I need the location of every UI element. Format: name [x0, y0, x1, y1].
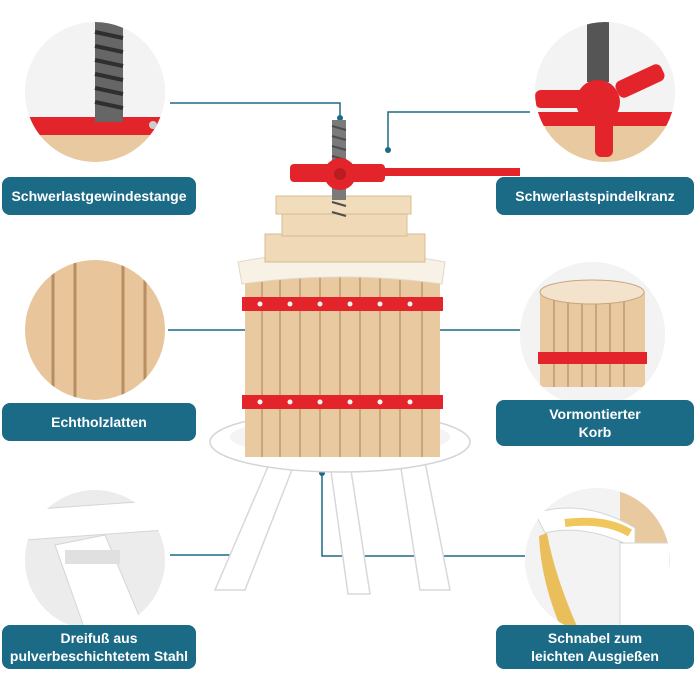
- tripod-leg-right: [399, 461, 451, 591]
- pressing-blocks: [264, 195, 426, 263]
- label-text-line2: pulverbeschichtetem Stahl: [9, 648, 189, 664]
- label-text: Schwerlastspindelkranz: [515, 188, 675, 204]
- wooden-basket: [242, 272, 443, 457]
- label-text-line2: leichten Ausgießen: [531, 648, 659, 664]
- label-preassembled-basket: Vormontierter Korb: [496, 400, 694, 446]
- label-text: Echtholzlatten: [51, 414, 147, 430]
- label-tripod: Dreifuß aus pulverbeschichtetem Stahl: [2, 625, 196, 669]
- spindle-ratchet: [290, 158, 520, 190]
- label-wood-slats: Echtholzlatten: [2, 403, 196, 441]
- label-text-line1: Schnabel zum: [547, 630, 643, 646]
- detail-threaded-rod: [25, 22, 165, 162]
- label-spout: Schnabel zum leichten Ausgießen: [496, 625, 694, 669]
- label-text-line1: Vormontierter: [549, 406, 641, 422]
- detail-basket: [520, 262, 665, 407]
- label-text-line1: Dreifuß aus: [60, 630, 138, 646]
- label-text: Schwerlastgewindestange: [11, 188, 187, 204]
- detail-spout: [525, 488, 670, 633]
- detail-wood-slats: [25, 260, 165, 400]
- label-text-line2: Korb: [578, 424, 612, 440]
- label-threaded-rod: Schwerlastgewindestange: [2, 177, 196, 215]
- fruit-press-image: [209, 120, 520, 595]
- detail-tripod: [25, 490, 165, 630]
- upper-steel-band: [242, 297, 443, 311]
- detail-spindle-ratchet: [535, 22, 675, 162]
- lower-steel-band: [242, 395, 443, 409]
- label-spindle-ratchet: Schwerlastspindelkranz: [496, 177, 694, 215]
- tripod-leg-center: [329, 463, 371, 595]
- tripod-leg-left: [213, 461, 297, 591]
